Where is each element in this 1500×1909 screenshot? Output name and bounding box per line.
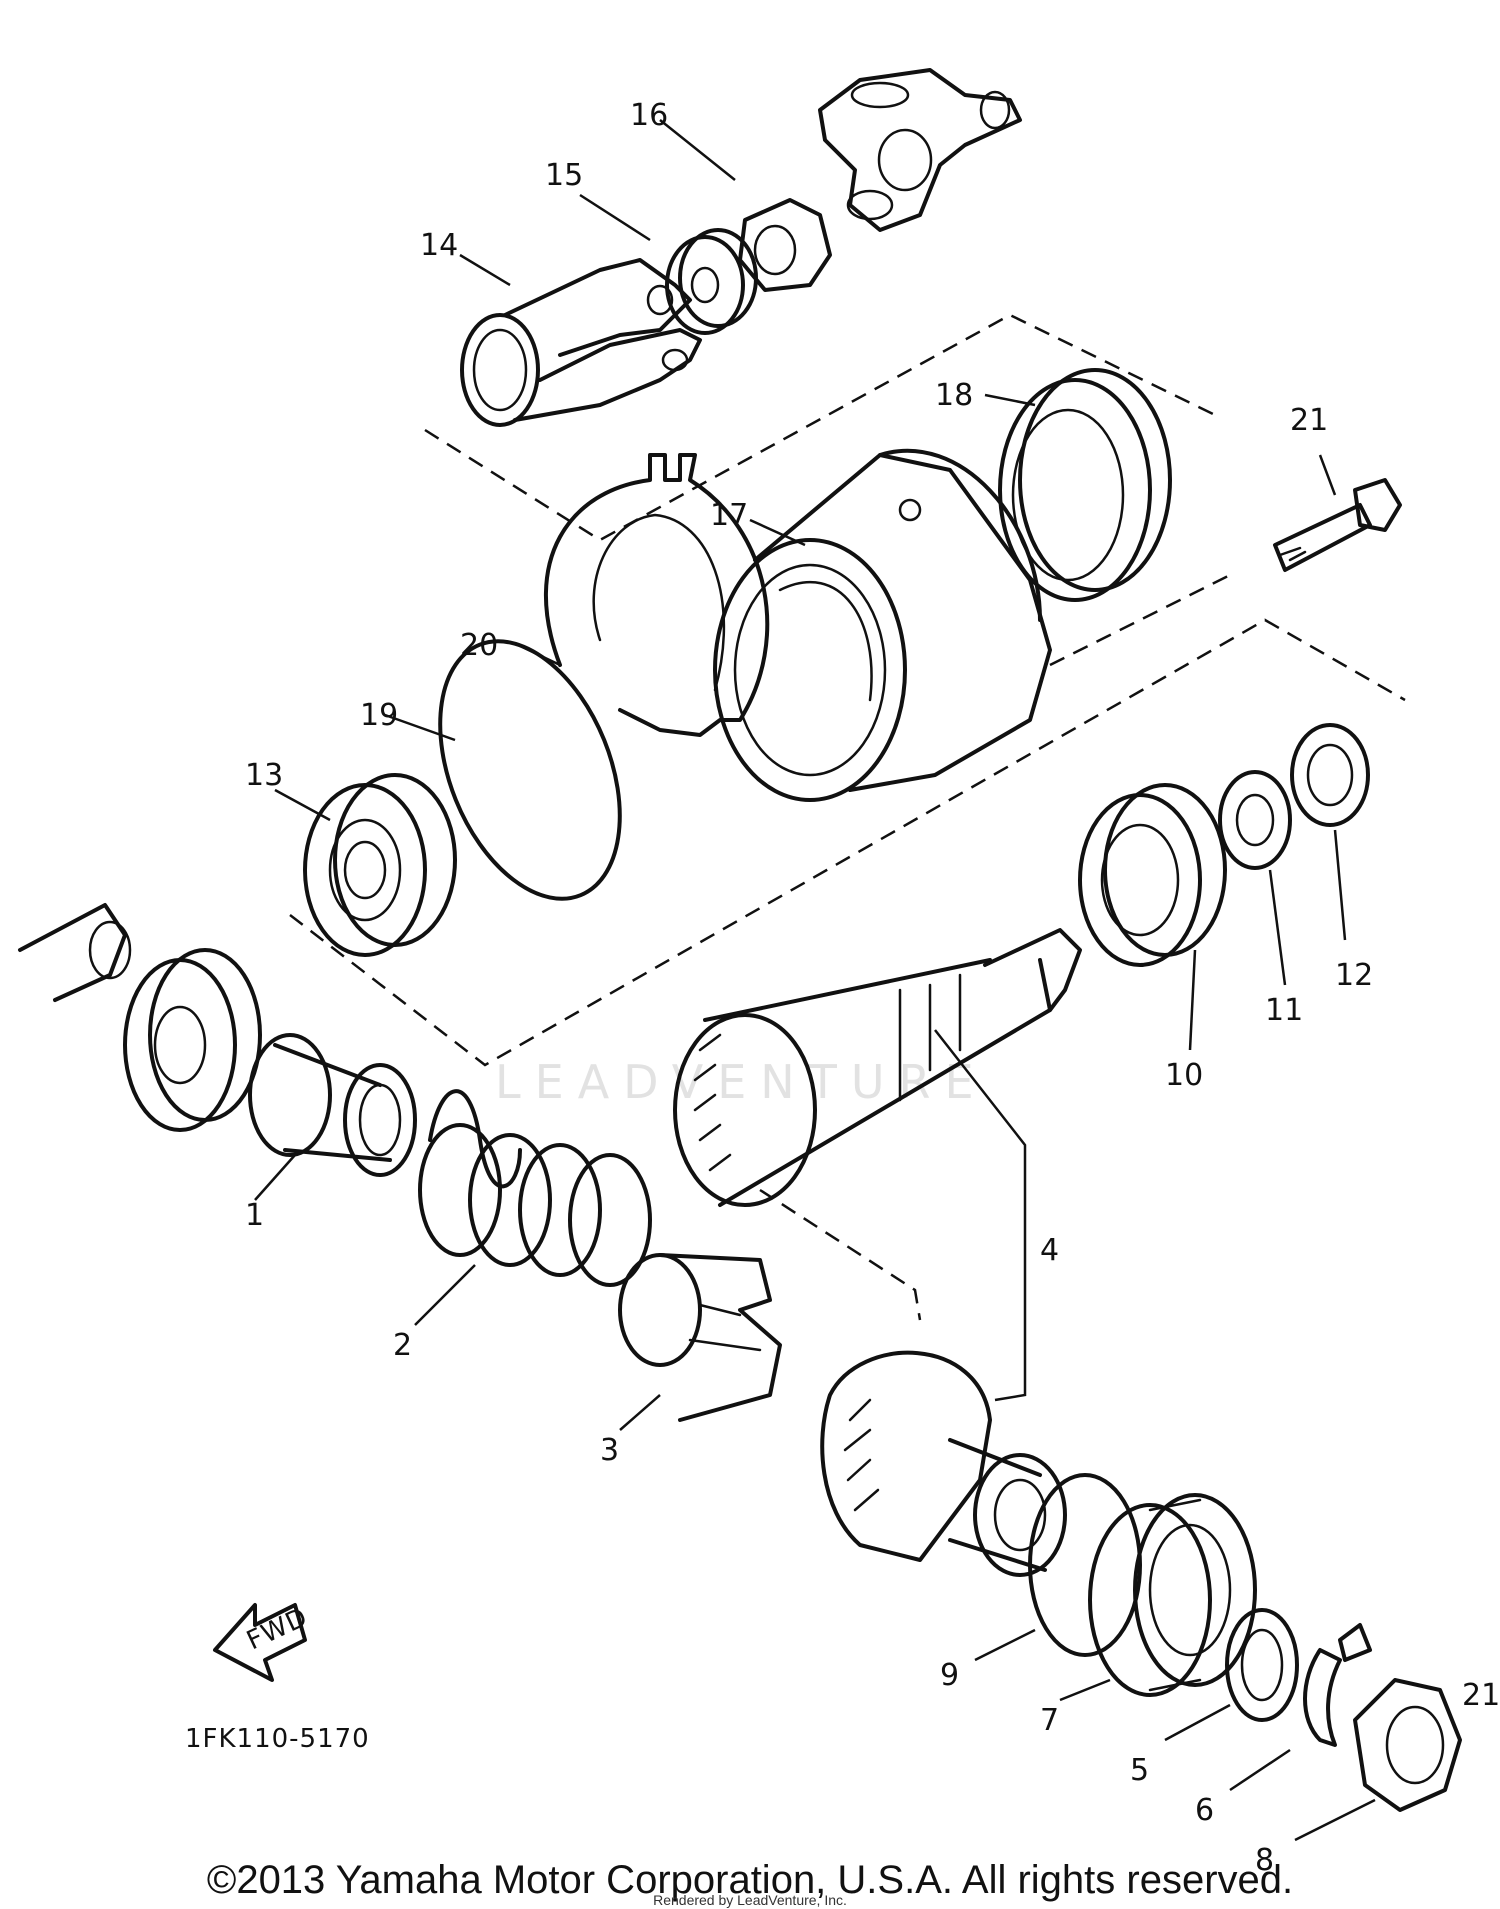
leader-lines: [254, 119, 1376, 1842]
dashed-bracket-top: [424, 313, 1216, 542]
callout-20: 20: [460, 628, 498, 663]
part-6-lock-washer: [1303, 1623, 1372, 1747]
callout-8: 8: [1255, 1843, 1274, 1878]
dashed-connector-lower: [759, 1188, 922, 1321]
callout-9: 9: [940, 1658, 959, 1693]
callout-19: 19: [360, 698, 398, 733]
callout-13: 13: [245, 758, 283, 793]
part-18-seal: [998, 368, 1172, 602]
part-5-washer: [1225, 1608, 1299, 1722]
callout-15: 15: [545, 158, 583, 193]
part-2-spring: [418, 1089, 652, 1287]
part-7-bearing: [1088, 1493, 1257, 1697]
callout-7: 7: [1040, 1703, 1059, 1738]
callout-12: 12: [1335, 958, 1373, 993]
part-17-housing: [713, 448, 1052, 802]
part-13-bearing: [303, 773, 457, 957]
part-12-seal: [1290, 723, 1370, 827]
callout-21-nut: 21: [1462, 1678, 1500, 1713]
callout-16: 16: [630, 98, 668, 133]
part-9-shim: [1028, 1473, 1142, 1657]
part-11-washer: [1218, 770, 1292, 870]
bearing-left: [123, 948, 262, 1132]
propeller-shaft-end: [18, 903, 132, 1002]
part-1-collar: [248, 1033, 417, 1177]
fwd-arrow-icon: FWD: [213, 1602, 313, 1682]
callout-10: 10: [1165, 1058, 1203, 1093]
part-4-ring-gear: [820, 1350, 1067, 1577]
part-14-yoke: [460, 258, 702, 427]
callout-21-bolt: 21: [1290, 403, 1328, 438]
part-10-bearing: [1078, 783, 1227, 967]
callout-4: 4: [1040, 1233, 1059, 1268]
part-4-pinion-gear: [673, 928, 1082, 1207]
callout-2: 2: [393, 1328, 412, 1363]
copyright-notice: ©2013 Yamaha Motor Corporation, U.S.A. A…: [206, 1858, 1294, 1902]
dashed-bracket-middle: [289, 618, 1406, 1067]
callout-18: 18: [935, 378, 973, 413]
diagram-code: 1FK110-5170: [185, 1724, 370, 1754]
callout-6: 6: [1195, 1793, 1214, 1828]
bracket-part-4: [934, 1029, 1027, 1402]
rendered-by-notice: Rendered by LeadVenture, Inc.: [653, 1892, 847, 1908]
part-8-nut: [1353, 1678, 1462, 1812]
dashed-line-housing: [1049, 573, 1231, 667]
part-19-o-ring: [438, 639, 622, 901]
part-16-nut: [738, 198, 832, 292]
callout-14: 14: [420, 228, 458, 263]
part-3-dog-clutch: [618, 1253, 782, 1422]
callout-11: 11: [1265, 993, 1303, 1028]
callouts: 1 2 3 4 5 6 7 8 9 10 11 12 13 14 15 16 1…: [245, 98, 1500, 1878]
callout-17: 17: [710, 498, 748, 533]
callout-1: 1: [245, 1198, 264, 1233]
callout-3: 3: [600, 1433, 619, 1468]
part-21-bolt: [1273, 478, 1402, 572]
universal-joint-cross: [818, 68, 1022, 232]
part-20-lockplate: [543, 453, 770, 737]
callout-5: 5: [1130, 1753, 1149, 1788]
watermark: LEADVENTURE: [495, 1055, 988, 1109]
